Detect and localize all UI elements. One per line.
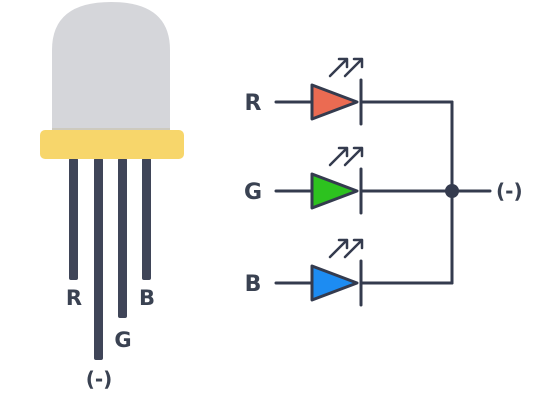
channel-label-b: B — [245, 272, 262, 297]
channel-g: G — [244, 146, 454, 215]
lead-g — [118, 158, 127, 318]
channel-label-g: G — [244, 180, 262, 205]
schematic: R G B — [244, 57, 523, 307]
emission-arrows-icon — [328, 146, 364, 167]
diode-triangle-r — [310, 83, 359, 121]
lead-label-r: R — [66, 286, 82, 310]
diode-triangle-g — [310, 172, 359, 210]
junction-dot — [445, 184, 459, 198]
channel-b: B — [245, 238, 454, 307]
lead-b — [142, 158, 151, 280]
common-label: (-) — [496, 179, 523, 203]
led-package — [40, 2, 184, 360]
lead-label-g: G — [114, 328, 131, 352]
lead-label-common: (-) — [86, 367, 113, 391]
lead-common — [94, 158, 103, 360]
channel-r: R — [245, 57, 454, 126]
emission-arrows-icon — [328, 57, 364, 78]
channel-label-r: R — [245, 91, 262, 116]
led-dome — [52, 2, 170, 134]
led-flange — [40, 130, 184, 159]
diode-triangle-b — [310, 264, 359, 302]
emission-arrows-icon — [328, 238, 364, 259]
lead-r — [69, 158, 78, 280]
lead-label-b: B — [139, 286, 155, 310]
